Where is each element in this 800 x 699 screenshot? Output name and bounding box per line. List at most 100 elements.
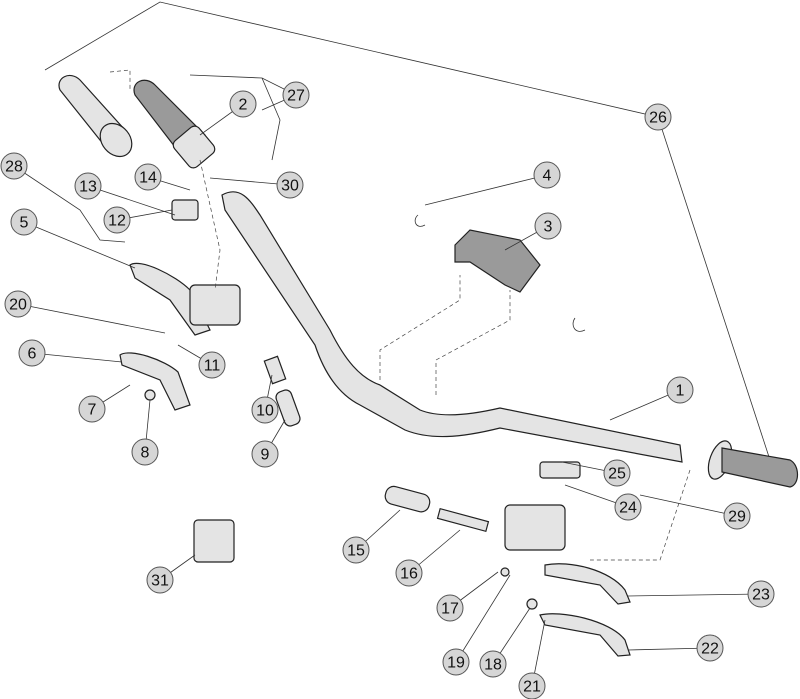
callout-circle bbox=[146, 566, 174, 594]
callout-number: 4 bbox=[543, 168, 552, 185]
callout-number: 15 bbox=[347, 543, 365, 560]
callout-number: 27 bbox=[287, 88, 305, 105]
callout-number: 16 bbox=[400, 566, 418, 583]
callout-30: 30 bbox=[209, 171, 304, 199]
brake-master-cylinder-assembly bbox=[384, 461, 631, 657]
callout-number: 30 bbox=[281, 178, 299, 195]
callout-circle bbox=[251, 440, 279, 468]
callout-circle bbox=[747, 580, 775, 608]
callout-10: 10 bbox=[251, 374, 279, 424]
callout-circle bbox=[644, 103, 672, 131]
callout-circle bbox=[534, 212, 562, 240]
callout-circle bbox=[18, 339, 46, 367]
callout-number: 8 bbox=[141, 445, 150, 462]
callout-25: 25 bbox=[561, 459, 631, 487]
callout-19: 19 bbox=[442, 574, 511, 676]
throttle-grip bbox=[133, 79, 216, 169]
callout-number: 5 bbox=[20, 215, 29, 232]
callout-number: 11 bbox=[204, 358, 221, 375]
callout-number: 1 bbox=[676, 383, 685, 400]
leader-line bbox=[23, 221, 136, 269]
callout-number: 22 bbox=[701, 641, 719, 658]
callout-circle bbox=[229, 90, 257, 118]
callout-circle bbox=[10, 208, 38, 236]
callout-circle bbox=[395, 559, 423, 587]
right-grip bbox=[707, 440, 799, 488]
callout-circle bbox=[134, 163, 162, 191]
callout-27: 27 bbox=[261, 81, 310, 111]
callout-18: 18 bbox=[479, 607, 531, 678]
callout-3: 3 bbox=[504, 212, 562, 251]
callout-number: 18 bbox=[484, 657, 502, 674]
clutch-lever-assembly bbox=[119, 199, 301, 563]
callout-circle bbox=[436, 594, 464, 622]
callout-6: 6 bbox=[18, 339, 123, 367]
callout-number: 10 bbox=[256, 403, 274, 420]
leader-line bbox=[455, 574, 511, 663]
callout-12: 12 bbox=[103, 206, 173, 234]
bar-clamp bbox=[414, 214, 586, 332]
callout-29: 29 bbox=[639, 494, 751, 530]
callout-17: 17 bbox=[436, 571, 499, 622]
callout-circle bbox=[74, 172, 102, 200]
callout-number: 25 bbox=[608, 466, 626, 483]
assembly-lines bbox=[109, 69, 691, 561]
callout-number: 26 bbox=[649, 110, 667, 127]
callout-circle bbox=[342, 536, 370, 564]
callout-circle bbox=[442, 648, 470, 676]
callout-16: 16 bbox=[395, 529, 461, 587]
callout-circle bbox=[282, 81, 310, 109]
leader-line bbox=[17, 303, 166, 334]
callout-circle bbox=[0, 152, 28, 180]
callout-number: 24 bbox=[619, 500, 637, 517]
callout-26: 26 bbox=[644, 103, 672, 131]
callout-1: 1 bbox=[609, 376, 694, 421]
callout-number: 23 bbox=[752, 587, 770, 604]
callout-circle bbox=[276, 171, 304, 199]
callout-number: 7 bbox=[88, 402, 97, 419]
callout-23: 23 bbox=[627, 580, 775, 608]
bracket-lines bbox=[13, 1, 771, 461]
callout-2: 2 bbox=[199, 90, 257, 136]
leader-line bbox=[87, 185, 176, 216]
leader-line bbox=[424, 174, 548, 206]
callout-31: 31 bbox=[146, 554, 196, 594]
callout-4: 4 bbox=[424, 161, 561, 206]
callout-14: 14 bbox=[134, 163, 191, 191]
callout-number: 13 bbox=[79, 179, 97, 196]
leader-line bbox=[627, 593, 762, 597]
callout-20: 20 bbox=[4, 290, 166, 334]
left-grip bbox=[58, 75, 133, 158]
callout-8: 8 bbox=[131, 399, 159, 466]
callout-number: 2 bbox=[239, 97, 248, 114]
callout-number: 29 bbox=[728, 509, 746, 526]
callout-circle bbox=[533, 161, 561, 189]
callout-22: 22 bbox=[627, 634, 724, 662]
callout-circle bbox=[723, 502, 751, 530]
leader-line bbox=[31, 352, 123, 363]
callout-21: 21 bbox=[518, 619, 546, 699]
callout-number: 3 bbox=[544, 219, 553, 236]
callout-circle bbox=[198, 351, 226, 379]
callout-circle bbox=[603, 459, 631, 487]
callout-number: 17 bbox=[441, 601, 459, 618]
callout-number: 14 bbox=[139, 170, 157, 187]
callout-circle bbox=[479, 650, 507, 678]
callout-number: 19 bbox=[447, 655, 465, 672]
leader-line bbox=[627, 647, 711, 651]
callout-9: 9 bbox=[251, 419, 286, 468]
callout-15: 15 bbox=[342, 509, 401, 564]
callout-circle bbox=[666, 376, 694, 404]
callout-circle bbox=[131, 438, 159, 466]
handlebar bbox=[221, 191, 683, 463]
callout-circle bbox=[614, 493, 642, 521]
callout-circle bbox=[696, 634, 724, 662]
callout-number: 9 bbox=[261, 447, 270, 464]
callout-circle bbox=[78, 395, 106, 423]
callout-circle bbox=[4, 290, 32, 318]
callout-13: 13 bbox=[74, 172, 176, 216]
callout-24: 24 bbox=[564, 484, 642, 521]
